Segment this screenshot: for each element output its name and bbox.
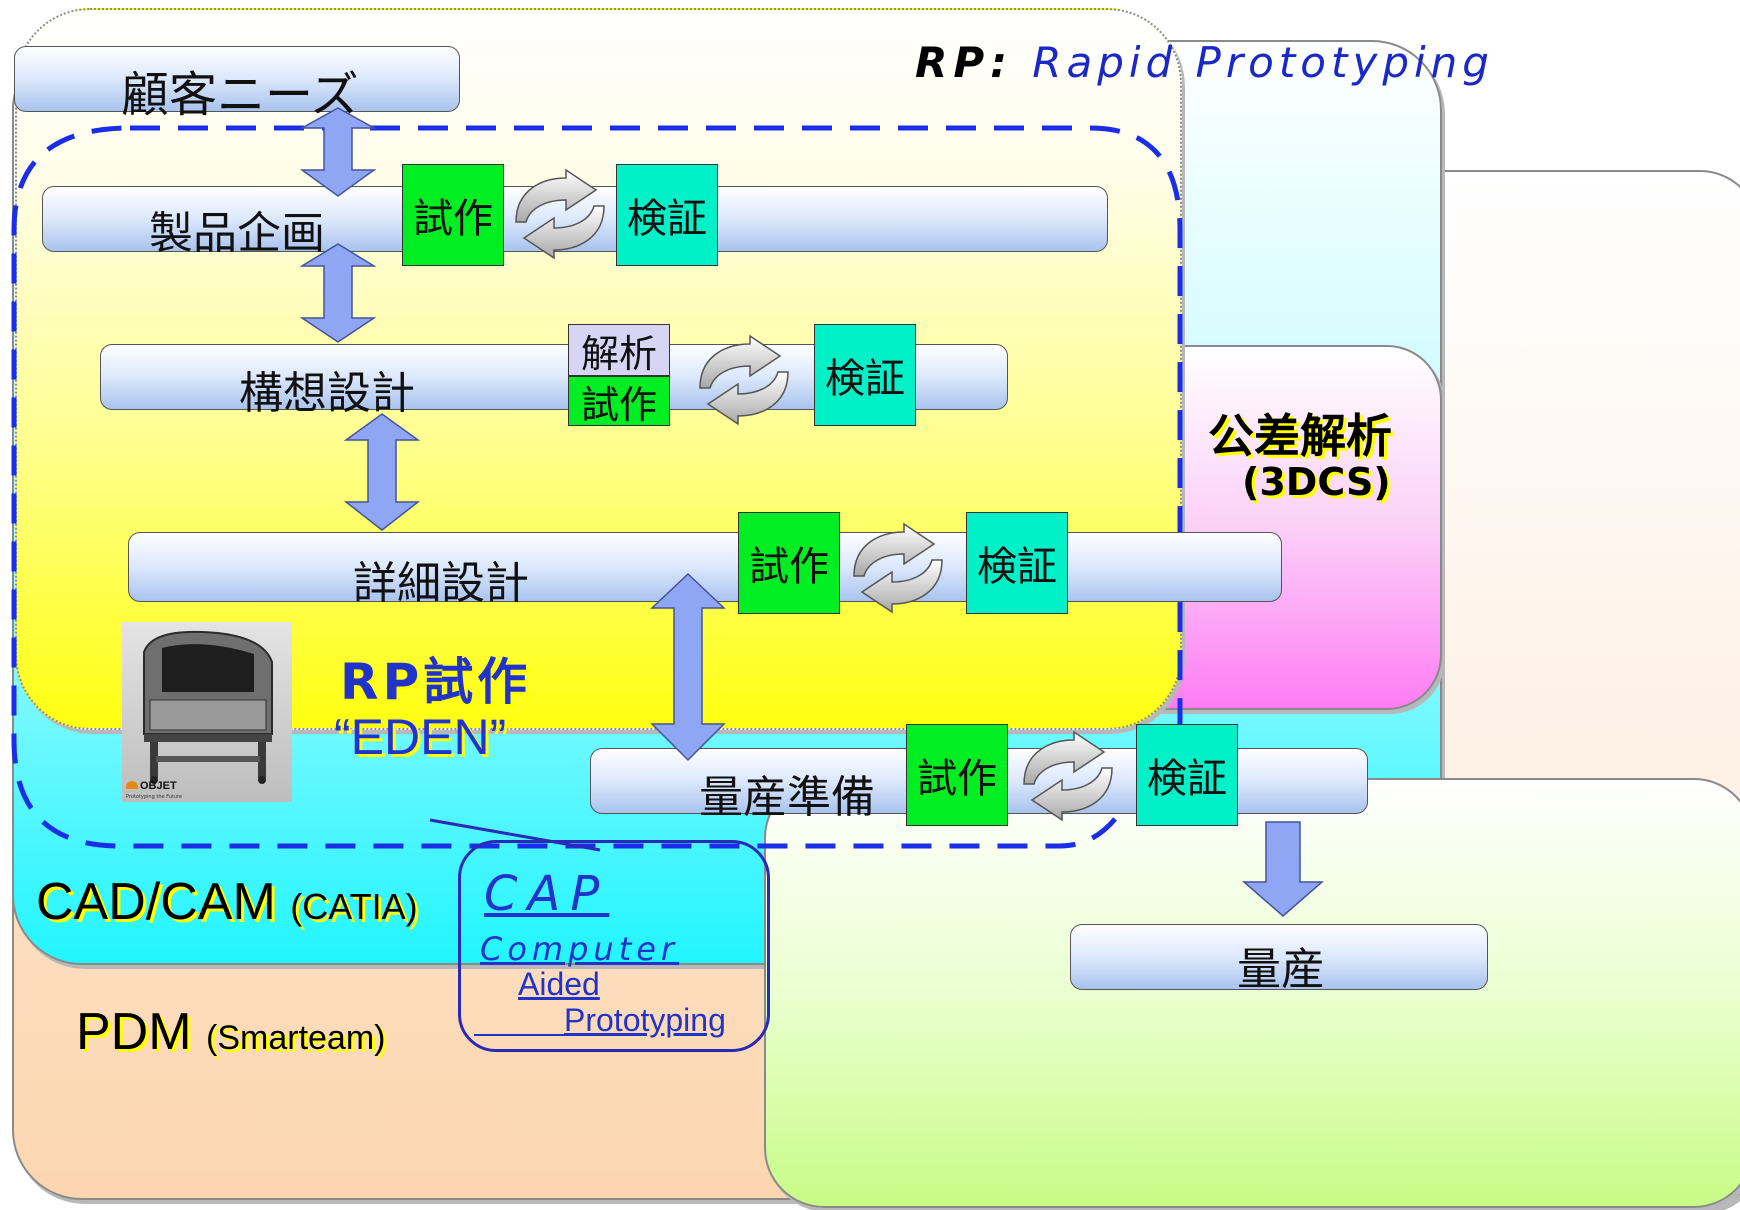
- product-planning-bar: 製品企画: [42, 186, 1108, 252]
- prototype-box-detail: 試作: [738, 512, 840, 614]
- objet-logo-text: OBJET: [140, 780, 177, 792]
- verify-box-planning: 検証: [616, 164, 718, 266]
- prototype-box-planning: 試作: [402, 164, 504, 266]
- prototype-box-concept: 試作: [568, 376, 670, 426]
- rp-abbr: RP:: [915, 38, 1013, 87]
- detail-design-label: 詳細設計: [353, 547, 529, 611]
- cad-title: CAD/CAM (CATIA): [36, 872, 418, 932]
- cap-line3: Prototyping: [564, 1002, 726, 1039]
- cap-abbr: CAP: [484, 866, 609, 922]
- cap-line1: Computer: [480, 930, 679, 968]
- tolerance-sub: (3DCS): [1242, 460, 1391, 504]
- printer-icon: [122, 622, 292, 802]
- tolerance-title: 公差解析: [1208, 400, 1392, 466]
- mass-prep-label: 量産準備: [699, 761, 875, 825]
- pdm-sub: (Smarteam): [206, 1019, 385, 1057]
- product-planning-label: 製品企画: [149, 197, 325, 261]
- analysis-box-concept: 解析: [568, 324, 670, 376]
- eden-label: “EDEN”: [334, 708, 506, 766]
- prototype-box-massprep: 試作: [906, 724, 1008, 826]
- mass-production-bar: 量産: [1070, 924, 1488, 990]
- customer-needs-bar: 顧客ニーズ: [14, 46, 460, 112]
- customer-needs-label: 顧客ニーズ: [121, 55, 359, 125]
- rp-prototype-title: RP試作: [340, 642, 531, 714]
- objet-tagline: Prototyping the Future: [126, 794, 182, 800]
- cap-line2: Aided: [518, 966, 600, 1003]
- rp-header-label: RP: Rapid Prototyping: [915, 38, 1494, 87]
- cap-underline: [474, 1034, 568, 1036]
- cad-main: CAD/CAM: [36, 873, 276, 931]
- concept-design-label: 構想設計: [239, 357, 415, 421]
- verify-box-concept: 検証: [814, 324, 916, 426]
- verify-box-detail: 検証: [966, 512, 1068, 614]
- objet-logo-icon: [126, 781, 138, 789]
- objet-logo: OBJET: [126, 780, 216, 794]
- mass-production-label: 量産: [1237, 933, 1325, 997]
- verify-box-massprep: 検証: [1136, 724, 1238, 826]
- pdm-title: PDM (Smarteam): [76, 1002, 385, 1062]
- rp-machine-photo: OBJET Prototyping the Future: [122, 622, 292, 802]
- detail-design-bar: 詳細設計: [128, 532, 1282, 602]
- rp-full: Rapid Prototyping: [1032, 38, 1494, 87]
- cad-sub: (CATIA): [290, 886, 417, 927]
- pdm-main: PDM: [76, 1003, 192, 1061]
